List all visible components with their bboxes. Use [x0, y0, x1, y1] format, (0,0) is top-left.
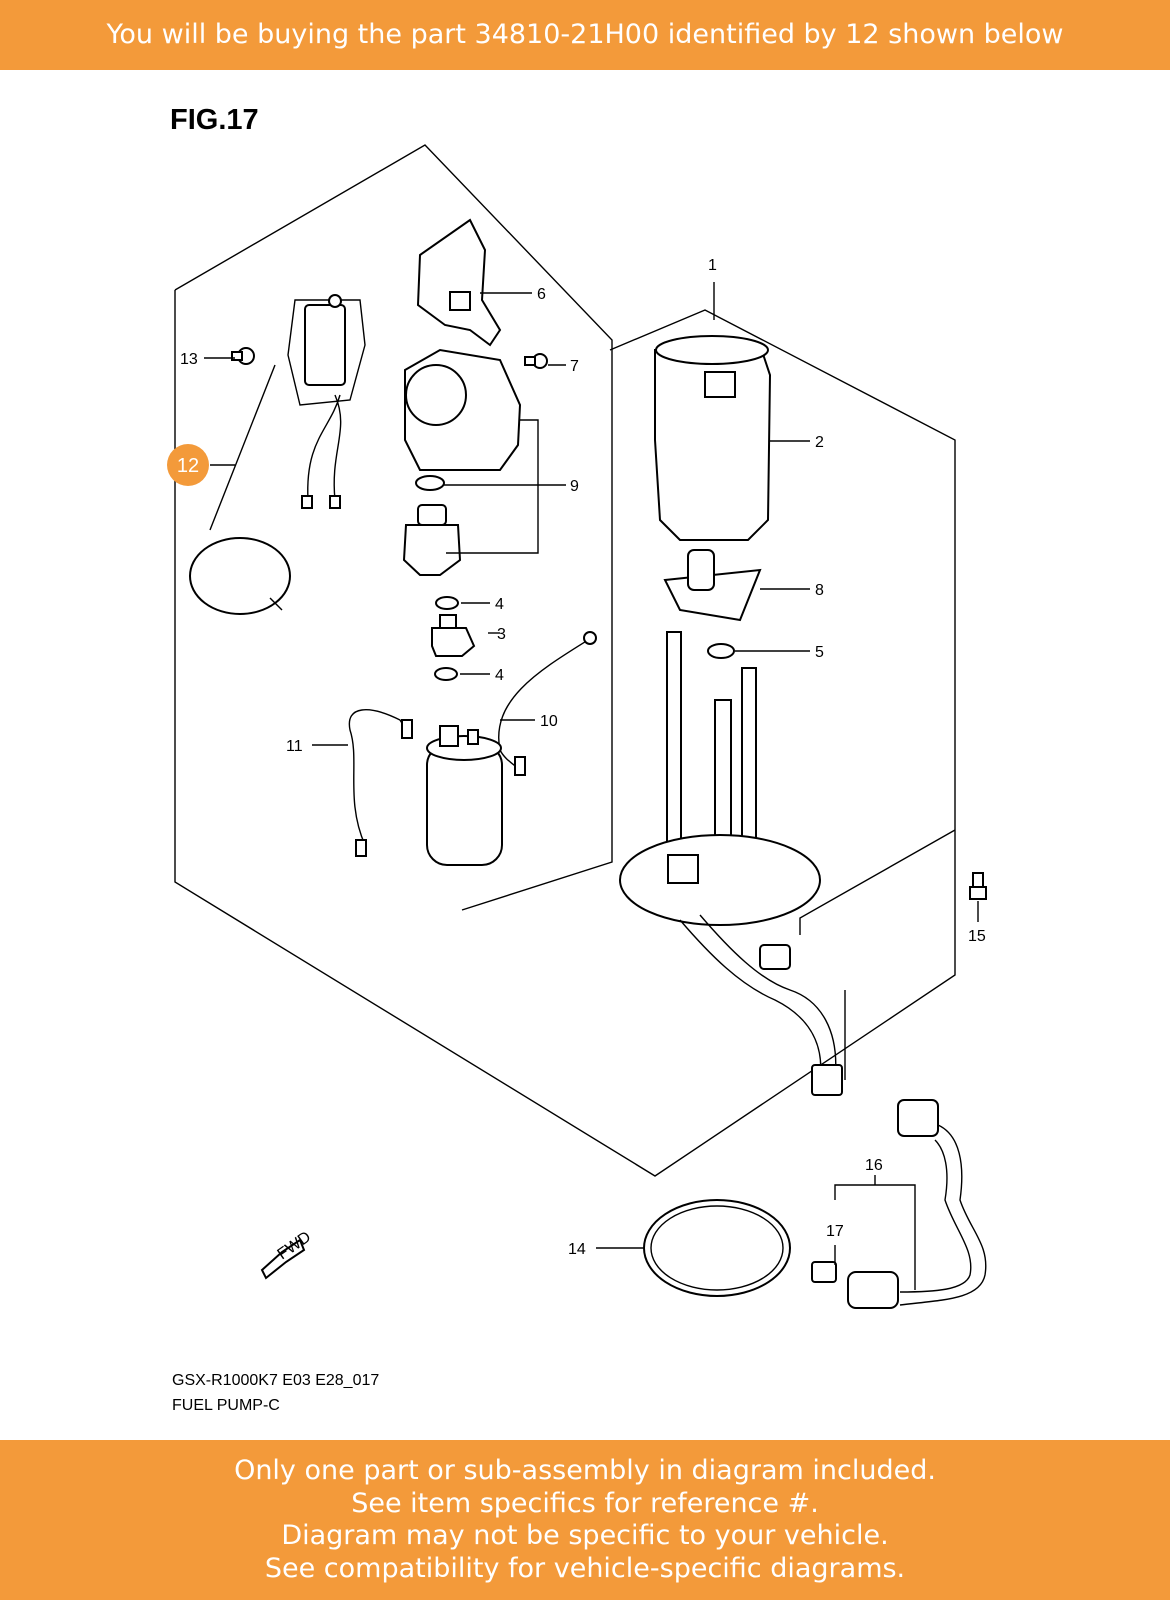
- callout-6: 6: [537, 286, 546, 303]
- part-fuel-hose[interactable]: [847, 1099, 987, 1309]
- model-code: GSX-R1000K7 E03 E28_017: [172, 1372, 380, 1389]
- top-banner: You will be buying the part 34810-21H00 …: [0, 0, 1170, 70]
- callout-3: 3: [497, 626, 506, 643]
- bottom-banner-line-4: See compatibility for vehicle-specific d…: [264, 1552, 906, 1584]
- part-fuel-level-gauge[interactable]: [189, 294, 366, 615]
- part-fuel-filter[interactable]: [663, 549, 762, 622]
- callout-17: 17: [826, 1223, 844, 1240]
- part-o-ring-5[interactable]: [707, 643, 735, 659]
- part-o-ring-4a[interactable]: [435, 596, 459, 610]
- bottom-banner-line-3: Diagram may not be specific to your vehi…: [281, 1520, 889, 1551]
- callout-4b: 4: [495, 667, 504, 684]
- leader-lines: [204, 282, 979, 1290]
- part-o-ring-4b[interactable]: [434, 667, 458, 681]
- callout-10: 10: [540, 713, 558, 730]
- top-banner-text: You will be buying the part 34810-21H00 …: [106, 19, 1064, 50]
- callout-11: 11: [286, 738, 303, 755]
- callout-16: 16: [865, 1157, 883, 1174]
- part-wire-11[interactable]: [348, 709, 413, 857]
- part-bolt-15[interactable]: [969, 872, 987, 900]
- callout-8: 8: [815, 582, 824, 599]
- callout-12-highlight[interactable]: [167, 444, 209, 486]
- callout-1: 1: [708, 257, 717, 274]
- part-fuel-pump[interactable]: [426, 725, 503, 866]
- bottom-banner-line-1: Only one part or sub-assembly in diagram…: [234, 1455, 936, 1486]
- fwd-arrow-icon: FWD: [260, 1228, 315, 1280]
- callout-14: 14: [568, 1241, 586, 1258]
- callout-13: 13: [180, 351, 198, 368]
- assembly-outline: [174, 144, 956, 1177]
- callout-12: 12: [177, 455, 199, 477]
- part-fitting-3[interactable]: [431, 614, 476, 657]
- part-seal-ring-14[interactable]: [643, 1199, 791, 1297]
- part-wire-10[interactable]: [498, 631, 597, 776]
- part-clip-17[interactable]: [811, 1261, 837, 1283]
- figure-title: FIG.17: [170, 104, 259, 136]
- bottom-banner-line-2: See item specifics for reference #.: [351, 1487, 819, 1519]
- figure-name: FUEL PUMP-C: [172, 1397, 280, 1414]
- part-filter-housing[interactable]: [404, 348, 522, 471]
- bottom-banner: Only one part or sub-assembly in diagram…: [0, 1440, 1170, 1600]
- part-screw-13[interactable]: [231, 347, 255, 365]
- part-bracket[interactable]: [416, 218, 502, 347]
- callout-9: 9: [570, 478, 579, 495]
- part-pump-case[interactable]: [654, 335, 772, 541]
- part-screw-7[interactable]: [524, 353, 548, 369]
- callout-4a: 4: [495, 596, 504, 613]
- parts-diagram: FWD 1 2 3 4 4 5 6 7 8 9 10 11: [167, 144, 987, 1309]
- callout-labels: 1 2 3 4 4 5 6 7 8 9 10 11 12 13 14 15 16…: [167, 257, 986, 1258]
- part-o-ring-9[interactable]: [415, 475, 445, 491]
- callout-7: 7: [570, 358, 579, 375]
- callout-15: 15: [968, 928, 986, 945]
- callout-5: 5: [815, 644, 824, 661]
- callout-2: 2: [815, 434, 824, 451]
- fwd-label: FWD: [275, 1228, 315, 1263]
- part-pump-plate[interactable]: [619, 631, 843, 1096]
- part-pressure-regulator[interactable]: [402, 504, 462, 576]
